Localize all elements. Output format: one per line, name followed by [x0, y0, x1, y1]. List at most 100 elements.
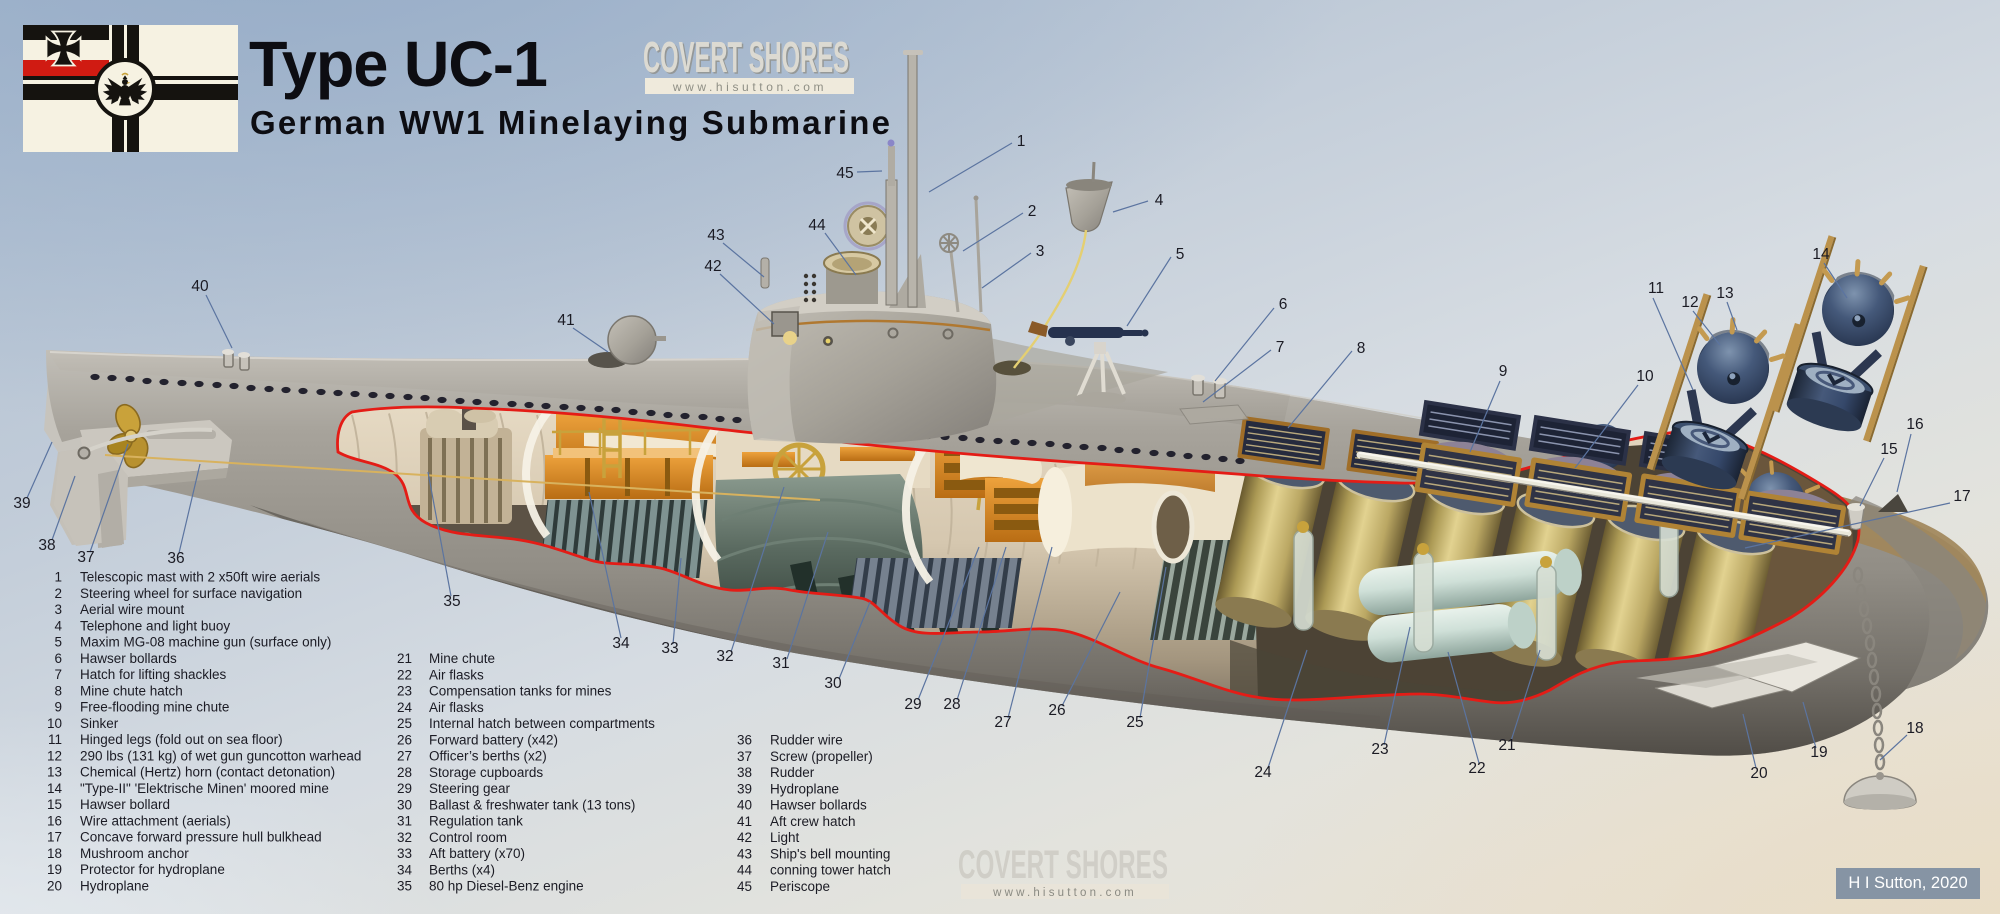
svg-text:13: 13 — [47, 765, 62, 780]
svg-text:19: 19 — [47, 862, 62, 877]
svg-text:18: 18 — [47, 846, 62, 861]
svg-text:16: 16 — [1906, 416, 1923, 433]
svg-text:Air flasks: Air flasks — [429, 667, 484, 682]
svg-text:Steering wheel for surface nav: Steering wheel for surface navigation — [80, 586, 302, 601]
svg-text:13: 13 — [1716, 285, 1733, 302]
svg-text:Berths (x4): Berths (x4) — [429, 862, 495, 877]
svg-text:2: 2 — [1028, 203, 1037, 220]
svg-text:14: 14 — [1812, 246, 1830, 263]
svg-text:Periscope: Periscope — [770, 879, 830, 894]
svg-text:Mine chute: Mine chute — [429, 651, 495, 666]
svg-text:1: 1 — [1017, 133, 1026, 150]
svg-text:41: 41 — [557, 312, 574, 329]
svg-text:18: 18 — [1906, 720, 1923, 737]
svg-text:42: 42 — [737, 830, 752, 845]
svg-text:40: 40 — [191, 278, 209, 295]
svg-text:33: 33 — [661, 640, 678, 657]
svg-text:Control room: Control room — [429, 830, 507, 845]
svg-text:40: 40 — [737, 798, 752, 813]
svg-text:29: 29 — [397, 781, 412, 796]
svg-text:25: 25 — [1126, 714, 1143, 731]
svg-text:38: 38 — [38, 537, 55, 554]
svg-text:"Type-II" 'Elektrische Minen': "Type-II" 'Elektrische Minen' moored min… — [80, 781, 329, 796]
svg-text:17: 17 — [47, 830, 62, 845]
svg-text:Hatch for lifting shackles: Hatch for lifting shackles — [80, 667, 227, 682]
svg-text:Hydroplane: Hydroplane — [80, 878, 149, 893]
svg-text:34: 34 — [612, 635, 630, 652]
svg-text:COVERT SHORES: COVERT SHORES — [643, 33, 849, 82]
svg-text:37: 37 — [77, 549, 94, 566]
svg-text:34: 34 — [397, 862, 413, 877]
svg-text:23: 23 — [397, 684, 412, 699]
svg-text:Telescopic mast with 2 x50ft w: Telescopic mast with 2 x50ft wire aerial… — [80, 570, 320, 585]
svg-text:Ballast & freshwater tank (13: Ballast & freshwater tank (13 tons) — [429, 797, 635, 812]
svg-text:7: 7 — [54, 667, 62, 682]
svg-text:2: 2 — [54, 586, 62, 601]
svg-text:43: 43 — [707, 227, 724, 244]
svg-text:31: 31 — [772, 655, 789, 672]
svg-text:Air flasks: Air flasks — [429, 700, 484, 715]
svg-text:38: 38 — [737, 765, 752, 780]
svg-text:5: 5 — [1176, 246, 1185, 263]
svg-text:27: 27 — [994, 714, 1011, 731]
svg-text:Hawser bollards: Hawser bollards — [770, 798, 867, 813]
svg-text:21: 21 — [397, 651, 412, 666]
svg-text:8: 8 — [54, 683, 62, 698]
svg-text:36: 36 — [167, 550, 184, 567]
svg-text:Concave forward pressure hull: Concave forward pressure hull bulkhead — [80, 830, 322, 845]
svg-text:28: 28 — [397, 765, 412, 780]
svg-text:29: 29 — [904, 696, 921, 713]
svg-text:Hydroplane: Hydroplane — [770, 781, 839, 796]
svg-text:41: 41 — [737, 814, 752, 829]
svg-text:Maxim MG-08 machine gun (surfa: Maxim MG-08 machine gun (surface only) — [80, 635, 331, 650]
svg-text:Rudder: Rudder — [770, 765, 815, 780]
svg-text:24: 24 — [397, 700, 413, 715]
svg-text:30: 30 — [397, 797, 412, 812]
svg-text:Sinker: Sinker — [80, 716, 119, 731]
svg-text:37: 37 — [737, 749, 752, 764]
svg-text:39: 39 — [13, 495, 30, 512]
svg-text:Hawser bollards: Hawser bollards — [80, 651, 177, 666]
svg-text:20: 20 — [47, 878, 62, 893]
svg-text:19: 19 — [1810, 744, 1827, 761]
svg-text:Light: Light — [770, 830, 800, 845]
svg-text:33: 33 — [397, 846, 412, 861]
svg-text:Wire attachment (aerials): Wire attachment (aerials) — [80, 813, 231, 828]
svg-text:36: 36 — [737, 733, 752, 748]
svg-text:Ship's bell mounting: Ship's bell mounting — [770, 846, 890, 861]
svg-text:www.hisutton.com: www.hisutton.com — [672, 80, 827, 94]
svg-text:Aerial wire mount: Aerial wire mount — [80, 602, 185, 617]
svg-text:9: 9 — [54, 700, 62, 715]
svg-text:20: 20 — [1750, 765, 1768, 782]
svg-text:Hawser bollard: Hawser bollard — [80, 797, 170, 812]
svg-text:COVERT SHORES: COVERT SHORES — [958, 843, 1168, 887]
svg-text:Chemical (Hertz) horn (contact: Chemical (Hertz) horn (contact detonatio… — [80, 765, 335, 780]
svg-text:24: 24 — [1254, 764, 1272, 781]
svg-text:39: 39 — [737, 781, 752, 796]
svg-text:Regulation tank: Regulation tank — [429, 814, 523, 829]
svg-text:26: 26 — [397, 732, 412, 747]
svg-text:4: 4 — [1155, 192, 1164, 209]
svg-text:45: 45 — [836, 165, 853, 182]
svg-text:21: 21 — [1498, 737, 1515, 754]
svg-text:COVERT SHORES: COVERT SHORES — [645, 35, 851, 84]
svg-text:26: 26 — [1048, 702, 1065, 719]
svg-text:Steering gear: Steering gear — [429, 781, 511, 796]
svg-text:32: 32 — [716, 648, 733, 665]
svg-text:3: 3 — [54, 602, 62, 617]
svg-text:Officer’s berths (x2): Officer’s berths (x2) — [429, 749, 547, 764]
svg-text:7: 7 — [1276, 339, 1285, 356]
svg-text:290 lbs (131 kg) of wet gun gu: 290 lbs (131 kg) of wet gun guncotton wa… — [80, 748, 361, 763]
svg-text:8: 8 — [1357, 340, 1366, 357]
svg-text:12: 12 — [1681, 294, 1698, 311]
svg-text:25: 25 — [397, 716, 412, 731]
svg-text:80 hp Diesel-Benz engine: 80 hp Diesel-Benz engine — [429, 879, 584, 894]
svg-text:Hinged legs (fold out on sea f: Hinged legs (fold out on sea floor) — [80, 732, 283, 747]
svg-text:Protector for hydroplane: Protector for hydroplane — [80, 862, 225, 877]
svg-text:Internal hatch between compart: Internal hatch between compartments — [429, 716, 655, 731]
svg-text:31: 31 — [397, 814, 412, 829]
svg-text:Mine chute hatch: Mine chute hatch — [80, 683, 183, 698]
svg-text:9: 9 — [1499, 363, 1508, 380]
svg-text:Mushroom anchor: Mushroom anchor — [80, 846, 189, 861]
svg-text:Storage cupboards: Storage cupboards — [429, 765, 543, 780]
